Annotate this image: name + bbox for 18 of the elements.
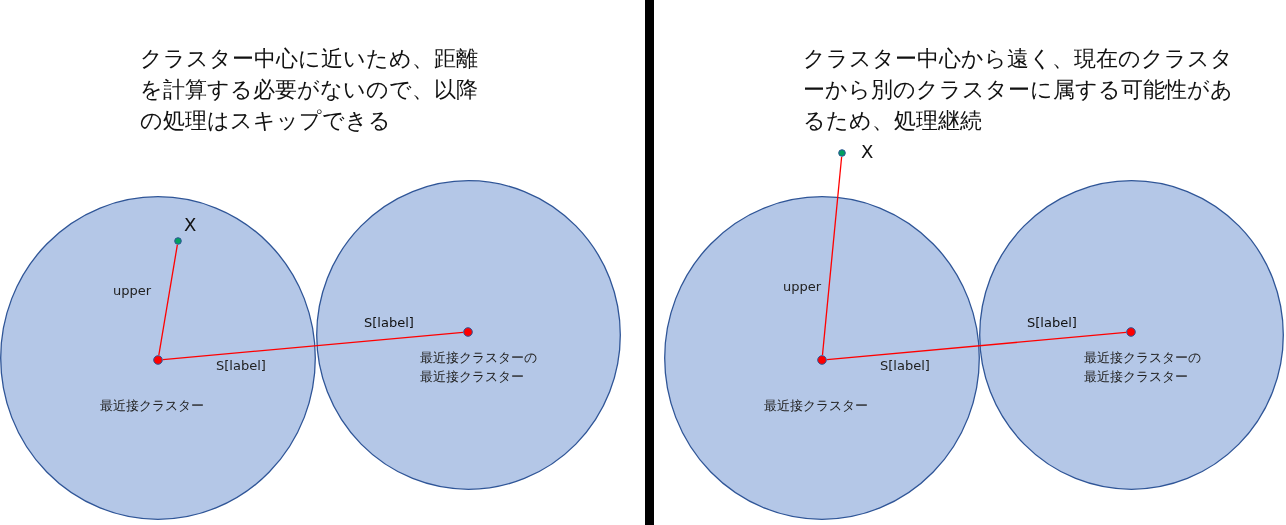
edge-label: upper — [113, 283, 152, 298]
connector-line — [158, 244, 178, 356]
edge-label: S[label] — [880, 358, 930, 373]
edge-label: upper — [783, 279, 822, 294]
cluster-label: 最近接クラスターの最近接クラスター — [1084, 349, 1202, 386]
connector-line — [821, 156, 843, 356]
distance-label: S[label] — [364, 314, 414, 332]
heading-text: クラスター中心から遠く、現在のクラスターから別のクラスターに属する可能性があるため、処理継続 — [803, 45, 1234, 135]
cluster-label: 最近接クラスターの最近接クラスター — [420, 349, 538, 386]
connector-line — [162, 331, 464, 361]
point-label: X — [861, 141, 874, 162]
distance-label: S[label] — [1027, 314, 1077, 332]
point-label: X — [184, 214, 197, 235]
cluster-label: 最近接クラスター — [100, 397, 205, 415]
connector-line — [826, 331, 1127, 361]
edge-label: S[label] — [216, 358, 266, 373]
heading-text: クラスター中心に近いため、距離を計算する必要がないので、以降の処理はスキップできる — [140, 45, 479, 135]
cluster-label: 最近接クラスター — [764, 397, 869, 415]
